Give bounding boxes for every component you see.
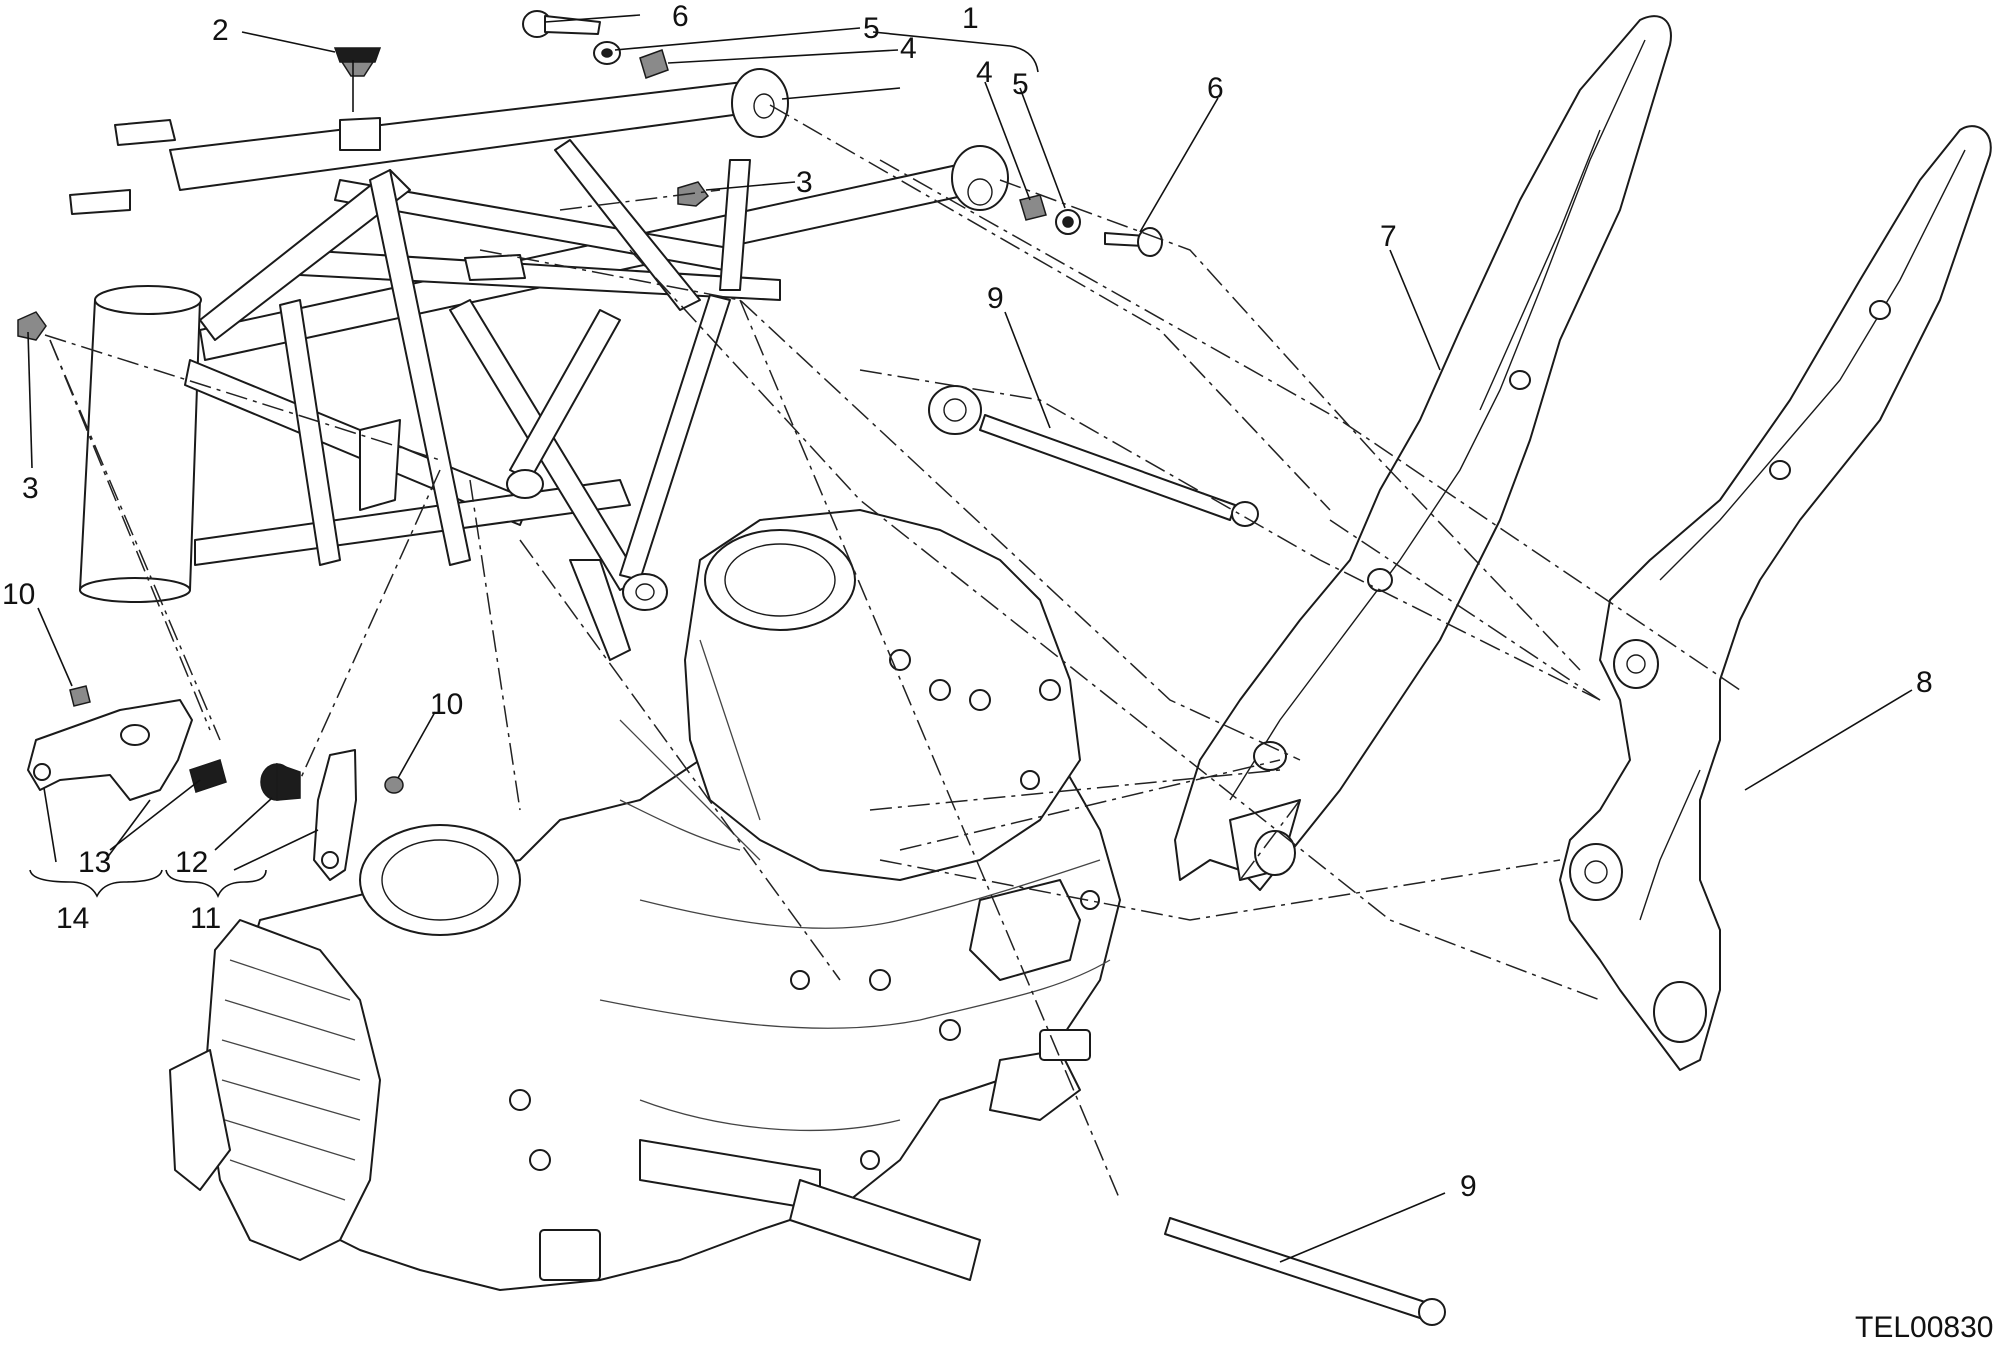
callout-10-left: 10 [2,578,35,611]
callout-3-upper: 3 [796,166,813,199]
screw-right [384,776,404,794]
frame-upper-pivot-left [731,68,789,138]
spacer-upper-left [639,49,669,79]
callout-9-bottom: 9 [1460,1170,1477,1203]
callout-10-right: 10 [430,688,463,721]
callout-6-upper: 6 [672,0,689,33]
sensor-plug [189,759,227,793]
frame-side-bracket [359,419,401,511]
callout-4-right: 4 [976,56,993,89]
callout-5-upper: 5 [863,12,880,45]
main-frame [69,68,1009,661]
callout-12: 12 [175,846,208,879]
throttle-body-lower [359,824,521,936]
engine-assembly [169,509,1121,1291]
long-bolt-middle [979,414,1259,527]
connector-plug [539,1229,601,1281]
sensor [260,762,301,801]
throttle-body-upper [704,529,856,631]
callout-11: 11 [190,902,221,935]
grommet [333,47,382,77]
callout-3-left: 3 [22,472,39,505]
callout-5-right: 5 [1012,68,1029,101]
assembly-lines [44,104,1741,1201]
screw-left [69,685,91,707]
callout-14: 14 [56,902,89,935]
subframe-8-lower-pivot [1569,843,1623,901]
long-bolt-bottom [1164,1217,1446,1326]
callout-13: 13 [78,846,111,879]
frame-upper-pivot-right [951,145,1009,211]
nut-left [17,311,47,341]
engine-bolts [509,649,1100,1171]
bolt-upper-right [1104,227,1163,257]
frame-engine-mount [622,573,668,611]
callout-4-upper: 4 [900,32,917,65]
callout-labels: 1 2 3 3 4 4 5 5 6 6 7 8 9 9 10 10 11 12 … [2,0,1933,1203]
frame-lower-pivot [928,385,982,435]
callout-1: 1 [962,2,979,35]
callout-9-middle: 9 [987,282,1004,315]
subframe-7-pivot [1254,830,1296,876]
callout-6-right: 6 [1207,72,1224,105]
callout-7: 7 [1380,220,1397,253]
subframe-8-upper-pivot [1613,639,1659,689]
bolt-upper-left [522,10,601,38]
diagram-code: TEL00830 [1855,1311,1993,1344]
callout-2: 2 [212,14,229,47]
spacer-upper-right [1019,194,1047,221]
bracket-left [27,699,193,801]
rear-subframe-left [1174,15,1672,891]
rear-subframe-right [1559,125,1992,1071]
leader-lines [27,14,1913,1263]
bracket-right [313,749,357,881]
steering-head [79,299,201,591]
callout-8: 8 [1916,666,1933,699]
